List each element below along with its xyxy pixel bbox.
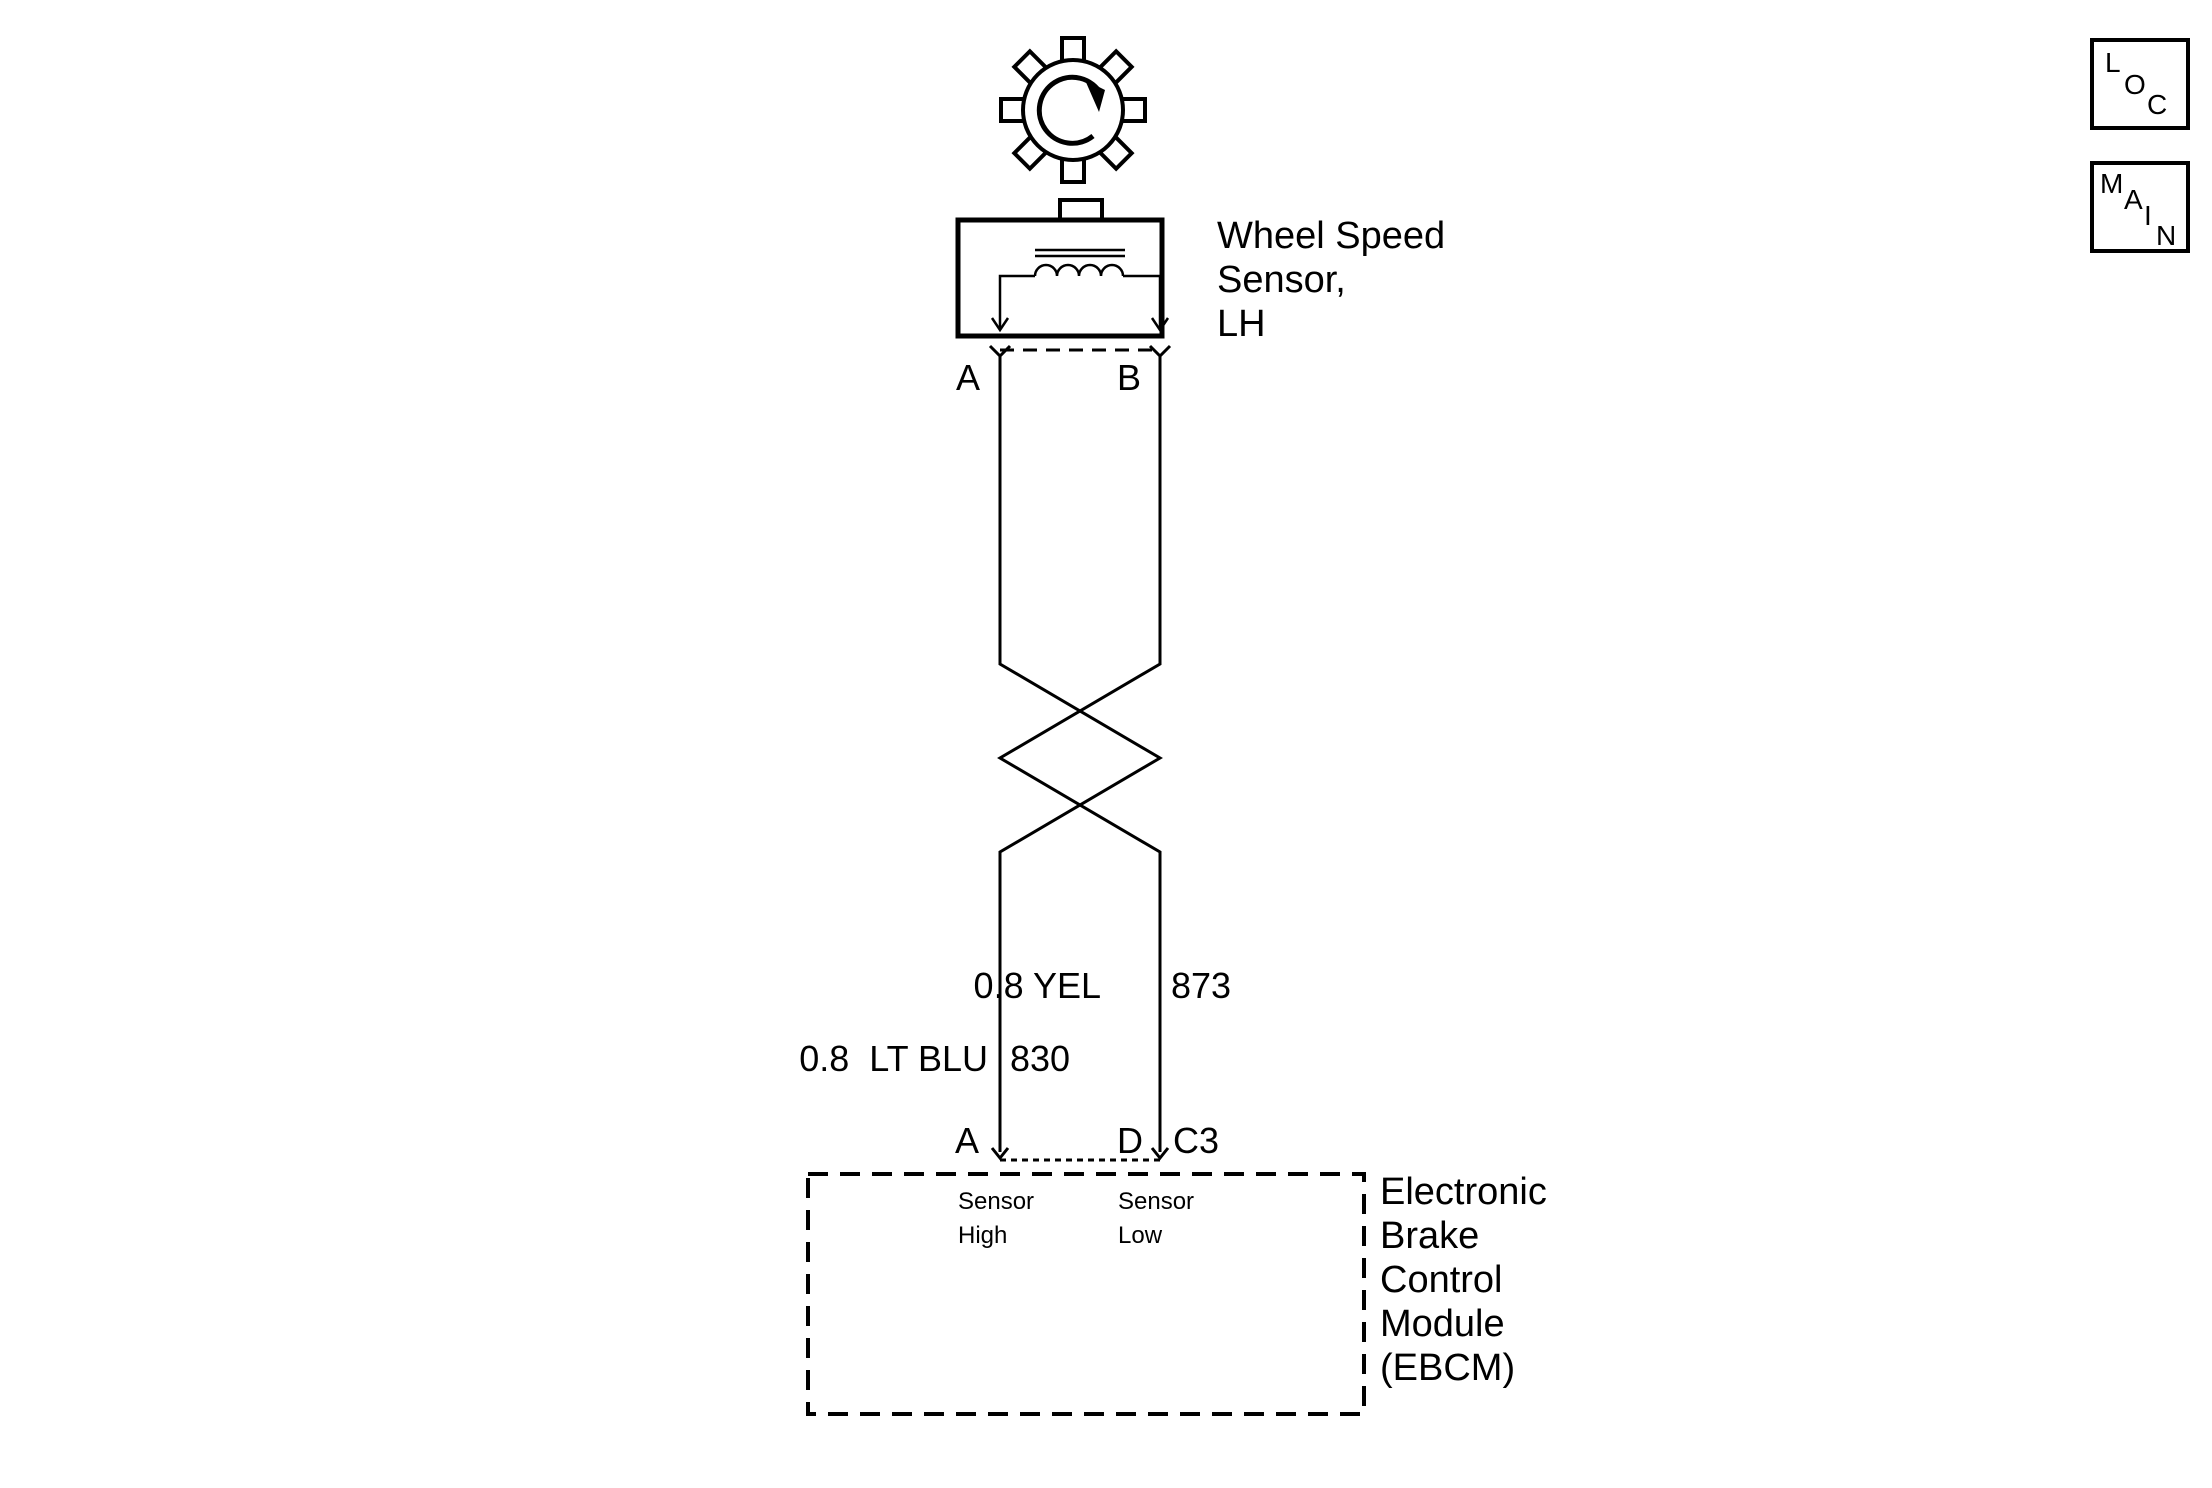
- ebcm-terminal-d-label: Sensor Low: [1118, 1188, 1201, 1249]
- loc-button[interactable]: L O C: [2090, 38, 2190, 130]
- sensor-stem: [1058, 198, 1104, 222]
- tone-wheel-icon: [999, 36, 1147, 184]
- loc-letter-c: C: [2147, 89, 2167, 120]
- ebcm-module-box: [806, 1172, 1366, 1416]
- sensor-pin-b: B: [1117, 357, 1141, 398]
- main-letter-a: A: [2124, 184, 2143, 215]
- ebcm-connector: [990, 1147, 1170, 1162]
- ebcm-name: Electronic Brake Control Module (EBCM): [1380, 1171, 1557, 1389]
- twisted-pair-wires: [997, 356, 1163, 1152]
- ebcm-terminal-a-label: Sensor High: [958, 1188, 1041, 1249]
- wire-yel-873: [997, 356, 1162, 1152]
- main-letter-i: I: [2144, 200, 2152, 231]
- wire-yel-circuit: 873: [1171, 965, 1231, 1006]
- main-letter-n: N: [2156, 220, 2176, 251]
- loc-letter-o: O: [2124, 69, 2146, 100]
- wheel-speed-sensor-body: [955, 217, 1170, 339]
- ebcm-connector-id: C3: [1173, 1120, 1219, 1161]
- main-letter-m: M: [2100, 168, 2123, 199]
- wire-lt-blu-830: [998, 356, 1163, 1152]
- wire-blu-circuit: 830: [1010, 1038, 1070, 1079]
- ebcm-pin-a: A: [955, 1120, 979, 1161]
- main-button[interactable]: M A I N: [2090, 161, 2190, 253]
- sensor-pin-a: A: [956, 357, 980, 398]
- sensor-connector: [988, 344, 1172, 359]
- wire-blu-gauge-color: 0.8 LT BLU: [799, 1038, 988, 1079]
- loc-letter-l: L: [2105, 47, 2121, 78]
- sensor-name: Wheel Speed Sensor, LH: [1217, 215, 1456, 345]
- ebcm-pin-d: D: [1117, 1120, 1143, 1161]
- coil-icon: [1033, 263, 1125, 277]
- wire-yel-gauge-color: 0.8 YEL: [974, 965, 1101, 1006]
